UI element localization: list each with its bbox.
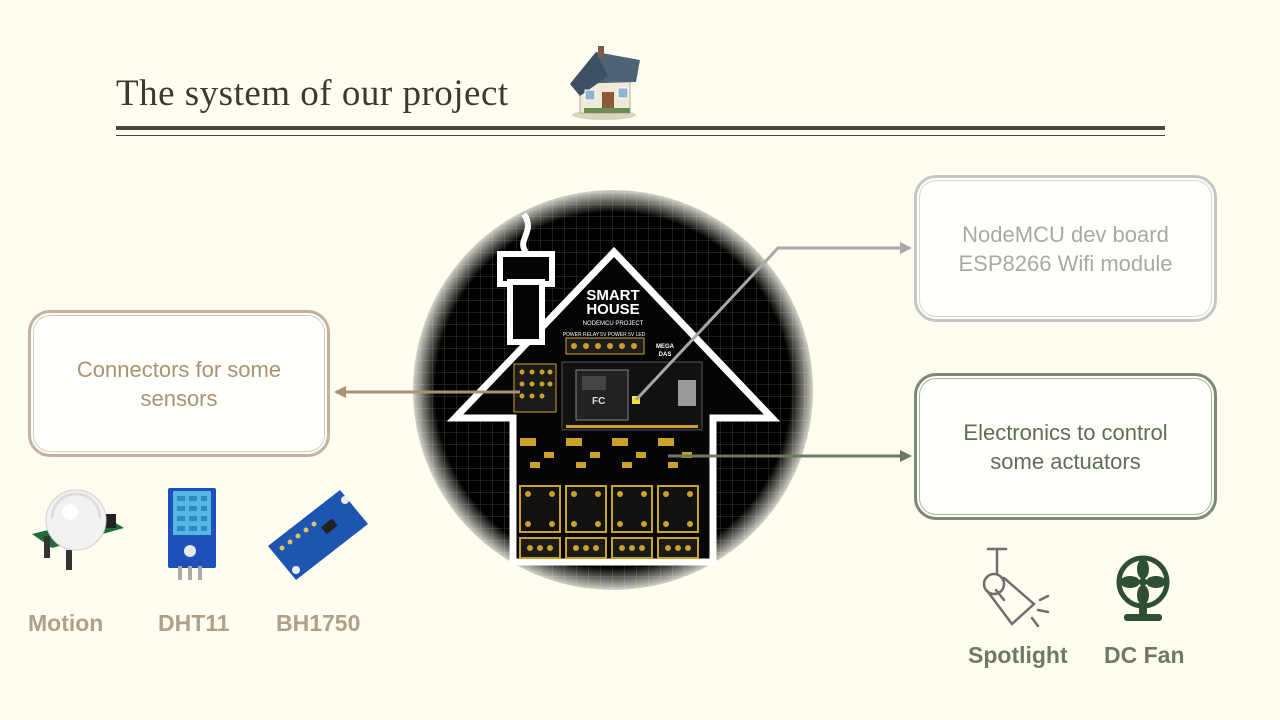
nodemcu-callout-line1: NodeMCU dev board: [962, 221, 1169, 247]
board-components: FC: [513, 337, 703, 559]
nodemcu-arrow: [634, 242, 912, 402]
motion-sensor-image: [32, 489, 124, 570]
board-title-line1: SMART: [586, 287, 639, 304]
board-title-line2: HOUSE: [586, 301, 639, 318]
fan-icon: [1116, 555, 1170, 621]
board-logo-line2: DAS: [659, 352, 672, 358]
motion-label: Motion: [28, 610, 104, 636]
bh1750-label: BH1750: [276, 610, 361, 636]
connectors-callout: Connectors for some sensors: [28, 310, 330, 457]
nodemcu-callout: NodeMCU dev board ESP8266 Wifi module: [914, 175, 1217, 322]
title-underline-thin: [116, 135, 1165, 136]
spotlight-label: Spotlight: [968, 642, 1068, 668]
board-header-labels: POWER RELAY 5V POWER 5V LED: [563, 332, 646, 338]
dht11-sensor-image: [168, 488, 216, 580]
svg-text:FC: FC: [592, 396, 605, 407]
nodemcu-callout-line2: ESP8266 Wifi module: [958, 250, 1173, 276]
bh1750-sensor-image: [268, 490, 368, 580]
fan-label: DC Fan: [1104, 642, 1185, 668]
page-title: The system of our project: [116, 73, 509, 114]
title-underline: [116, 126, 1165, 130]
smoke-line: [520, 212, 531, 254]
electronics-callout: Electronics to control some actuators: [914, 373, 1217, 520]
board-subtitle: NODEMCU PROJECT: [583, 321, 644, 327]
board-logo-line1: MEGA: [656, 344, 675, 350]
connectors-callout-text: Connectors for some sensors: [76, 356, 282, 411]
dht11-label: DHT11: [158, 610, 230, 636]
spotlight-icon: [982, 547, 1050, 628]
electronics-callout-text: Electronics to control some actuators: [963, 419, 1168, 474]
house-icon: [570, 46, 640, 120]
